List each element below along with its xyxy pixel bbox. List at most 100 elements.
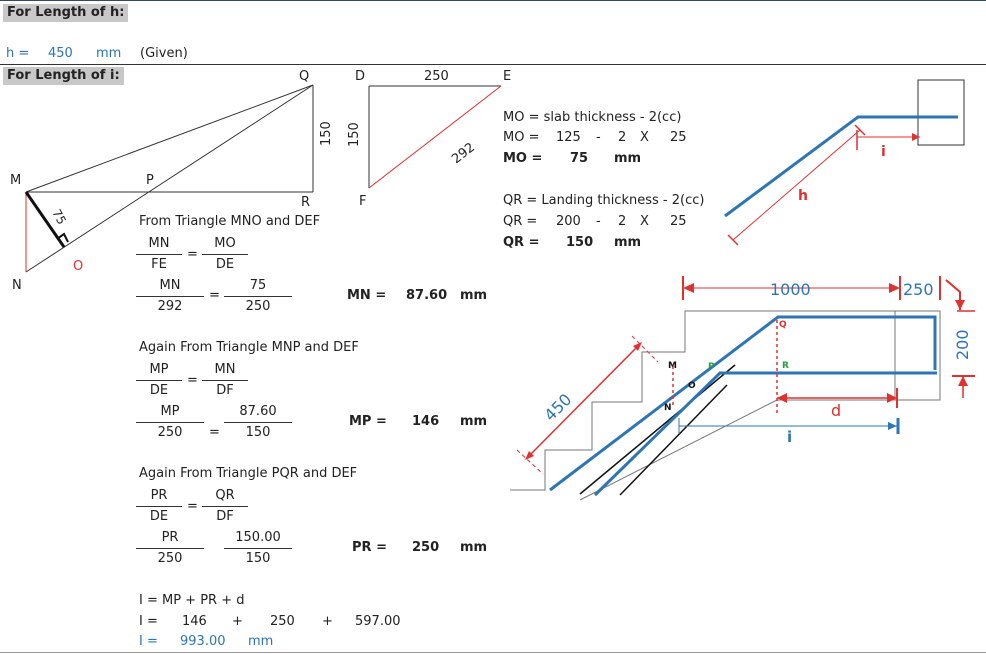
pr-f1-bot: DE <box>149 509 169 524</box>
bar-upper <box>549 315 937 492</box>
mp-result-value: 146 <box>412 414 440 429</box>
dim-450-ext-bottom <box>516 449 544 475</box>
mn-g1-top: MN <box>159 278 181 293</box>
pr-f2-top: QR <box>215 488 235 503</box>
i-result-value: 993.00 <box>180 634 226 649</box>
bar-slab-dark <box>619 384 728 496</box>
h-label: h = <box>6 46 30 61</box>
line-nq <box>25 84 314 273</box>
mp-f1-bar <box>136 380 182 381</box>
dim-1000-arrow-right <box>889 283 900 293</box>
qr-result-value: 150 <box>566 235 594 250</box>
large-label-q: Q <box>779 320 787 330</box>
dim-1000-arrow-left <box>683 283 694 293</box>
qr-result-label: QR = <box>503 235 540 250</box>
dim-d-arrow-left <box>777 393 787 403</box>
qr-result-unit: mm <box>614 235 642 250</box>
pr-heading: Again From Triangle PQR and DEF <box>139 466 358 481</box>
mp-heading: Again From Triangle MNP and DEF <box>139 340 359 355</box>
mp-f1-top: MP <box>149 362 169 377</box>
large-label-n: N <box>664 403 672 413</box>
dim-d-arrow-right <box>887 393 897 403</box>
mn-eq2: = <box>209 288 220 303</box>
mn-g2-bot: 250 <box>245 299 271 314</box>
landing-block <box>917 79 965 146</box>
dim-450-ext-top <box>631 335 659 363</box>
line-mq <box>25 84 314 193</box>
qr-times: X <box>640 214 649 229</box>
stair-outline <box>510 310 941 500</box>
mo-value-a: 125 <box>556 130 581 145</box>
fig1-label-m: M <box>10 173 21 188</box>
mn-f2-bot: DE <box>215 257 235 272</box>
dim-i-arrow <box>888 422 897 430</box>
mn-f1-top: MN <box>148 236 170 251</box>
fig2-hyp: 292 <box>449 140 478 167</box>
qr-minus: - <box>596 214 601 229</box>
mp-result-unit: mm <box>460 414 488 429</box>
large-label-p: P <box>708 362 715 372</box>
large-label-r: R <box>782 361 789 371</box>
mn-f2-top: MO <box>214 236 236 251</box>
qr-label: QR = <box>503 214 538 229</box>
pr-g1-bar <box>136 548 204 549</box>
h-tick-1 <box>727 234 739 246</box>
bar-lower <box>593 371 937 497</box>
dim-200: 200 <box>953 329 972 360</box>
mp-g1-bar <box>136 422 204 423</box>
mp-f2-top: MN <box>214 362 236 377</box>
i-term-a: 146 <box>182 614 207 629</box>
pr-f1-top: PR <box>150 488 168 503</box>
mn-result-value: 87.60 <box>406 288 448 303</box>
i-plus-1: + <box>232 614 243 629</box>
mn-g2-bar <box>224 296 292 297</box>
mo-formula: MO = slab thickness - 2(cc) <box>503 110 682 125</box>
pr-f2-bar <box>202 506 248 507</box>
i-result-unit: mm <box>248 634 274 649</box>
mo-result-label: MO = <box>503 151 543 166</box>
line-ef <box>368 85 502 189</box>
mp-g1-bot: 250 <box>157 425 183 440</box>
bottom-gridline <box>0 652 986 653</box>
mp-f1-bot: DE <box>149 383 169 398</box>
pr-g2-top: 150.00 <box>235 530 281 545</box>
h-tick-2 <box>854 124 866 136</box>
mo-times: X <box>640 130 649 145</box>
pr-g2-bar <box>224 548 292 549</box>
pr-f1-bar <box>136 506 182 507</box>
i-term-b: 250 <box>270 614 295 629</box>
fig1-side-mo: 75 <box>49 207 69 227</box>
fig1-label-p: P <box>146 173 154 188</box>
dim-250: 250 <box>903 280 934 299</box>
pr-result-unit: mm <box>460 540 488 555</box>
mn-result-unit: mm <box>460 288 488 303</box>
fig2-label-f: F <box>359 194 366 209</box>
fig1-label-o: O <box>73 259 83 274</box>
header-length-h: For Length of h: <box>3 4 129 22</box>
mn-g1-bot: 292 <box>157 299 183 314</box>
qr-formula: QR = Landing thickness - 2(cc) <box>503 193 705 208</box>
fig2-side: 150 <box>347 122 362 147</box>
large-label-m: M <box>668 361 677 371</box>
pr-eq1: = <box>187 499 198 514</box>
qr-value-a: 200 <box>556 214 581 229</box>
header-separator <box>0 64 986 65</box>
mp-g2-bar <box>224 422 292 423</box>
h-dimension-line <box>732 129 861 241</box>
mp-g2-bot: 150 <box>245 425 271 440</box>
mp-g2-top: 87.60 <box>239 404 277 419</box>
fig2-label-e: E <box>503 69 511 84</box>
dim-i: i <box>787 428 792 446</box>
i-result-label: I = <box>139 634 158 649</box>
header-length-i: For Length of i: <box>3 67 124 85</box>
pr-g2-bot: 150 <box>245 551 271 566</box>
mo-two: 2 <box>618 130 627 145</box>
dim-450-arrow-bottom <box>525 451 534 460</box>
pr-g1-top: PR <box>161 530 179 545</box>
fig1-label-n: N <box>12 278 22 293</box>
mn-g2-top: 75 <box>249 278 267 293</box>
mn-f1-bot: FE <box>151 257 167 272</box>
mo-label: MO = <box>503 130 540 145</box>
fig1-label-r: R <box>301 195 310 210</box>
i-formula: I = MP + PR + d <box>139 593 245 608</box>
